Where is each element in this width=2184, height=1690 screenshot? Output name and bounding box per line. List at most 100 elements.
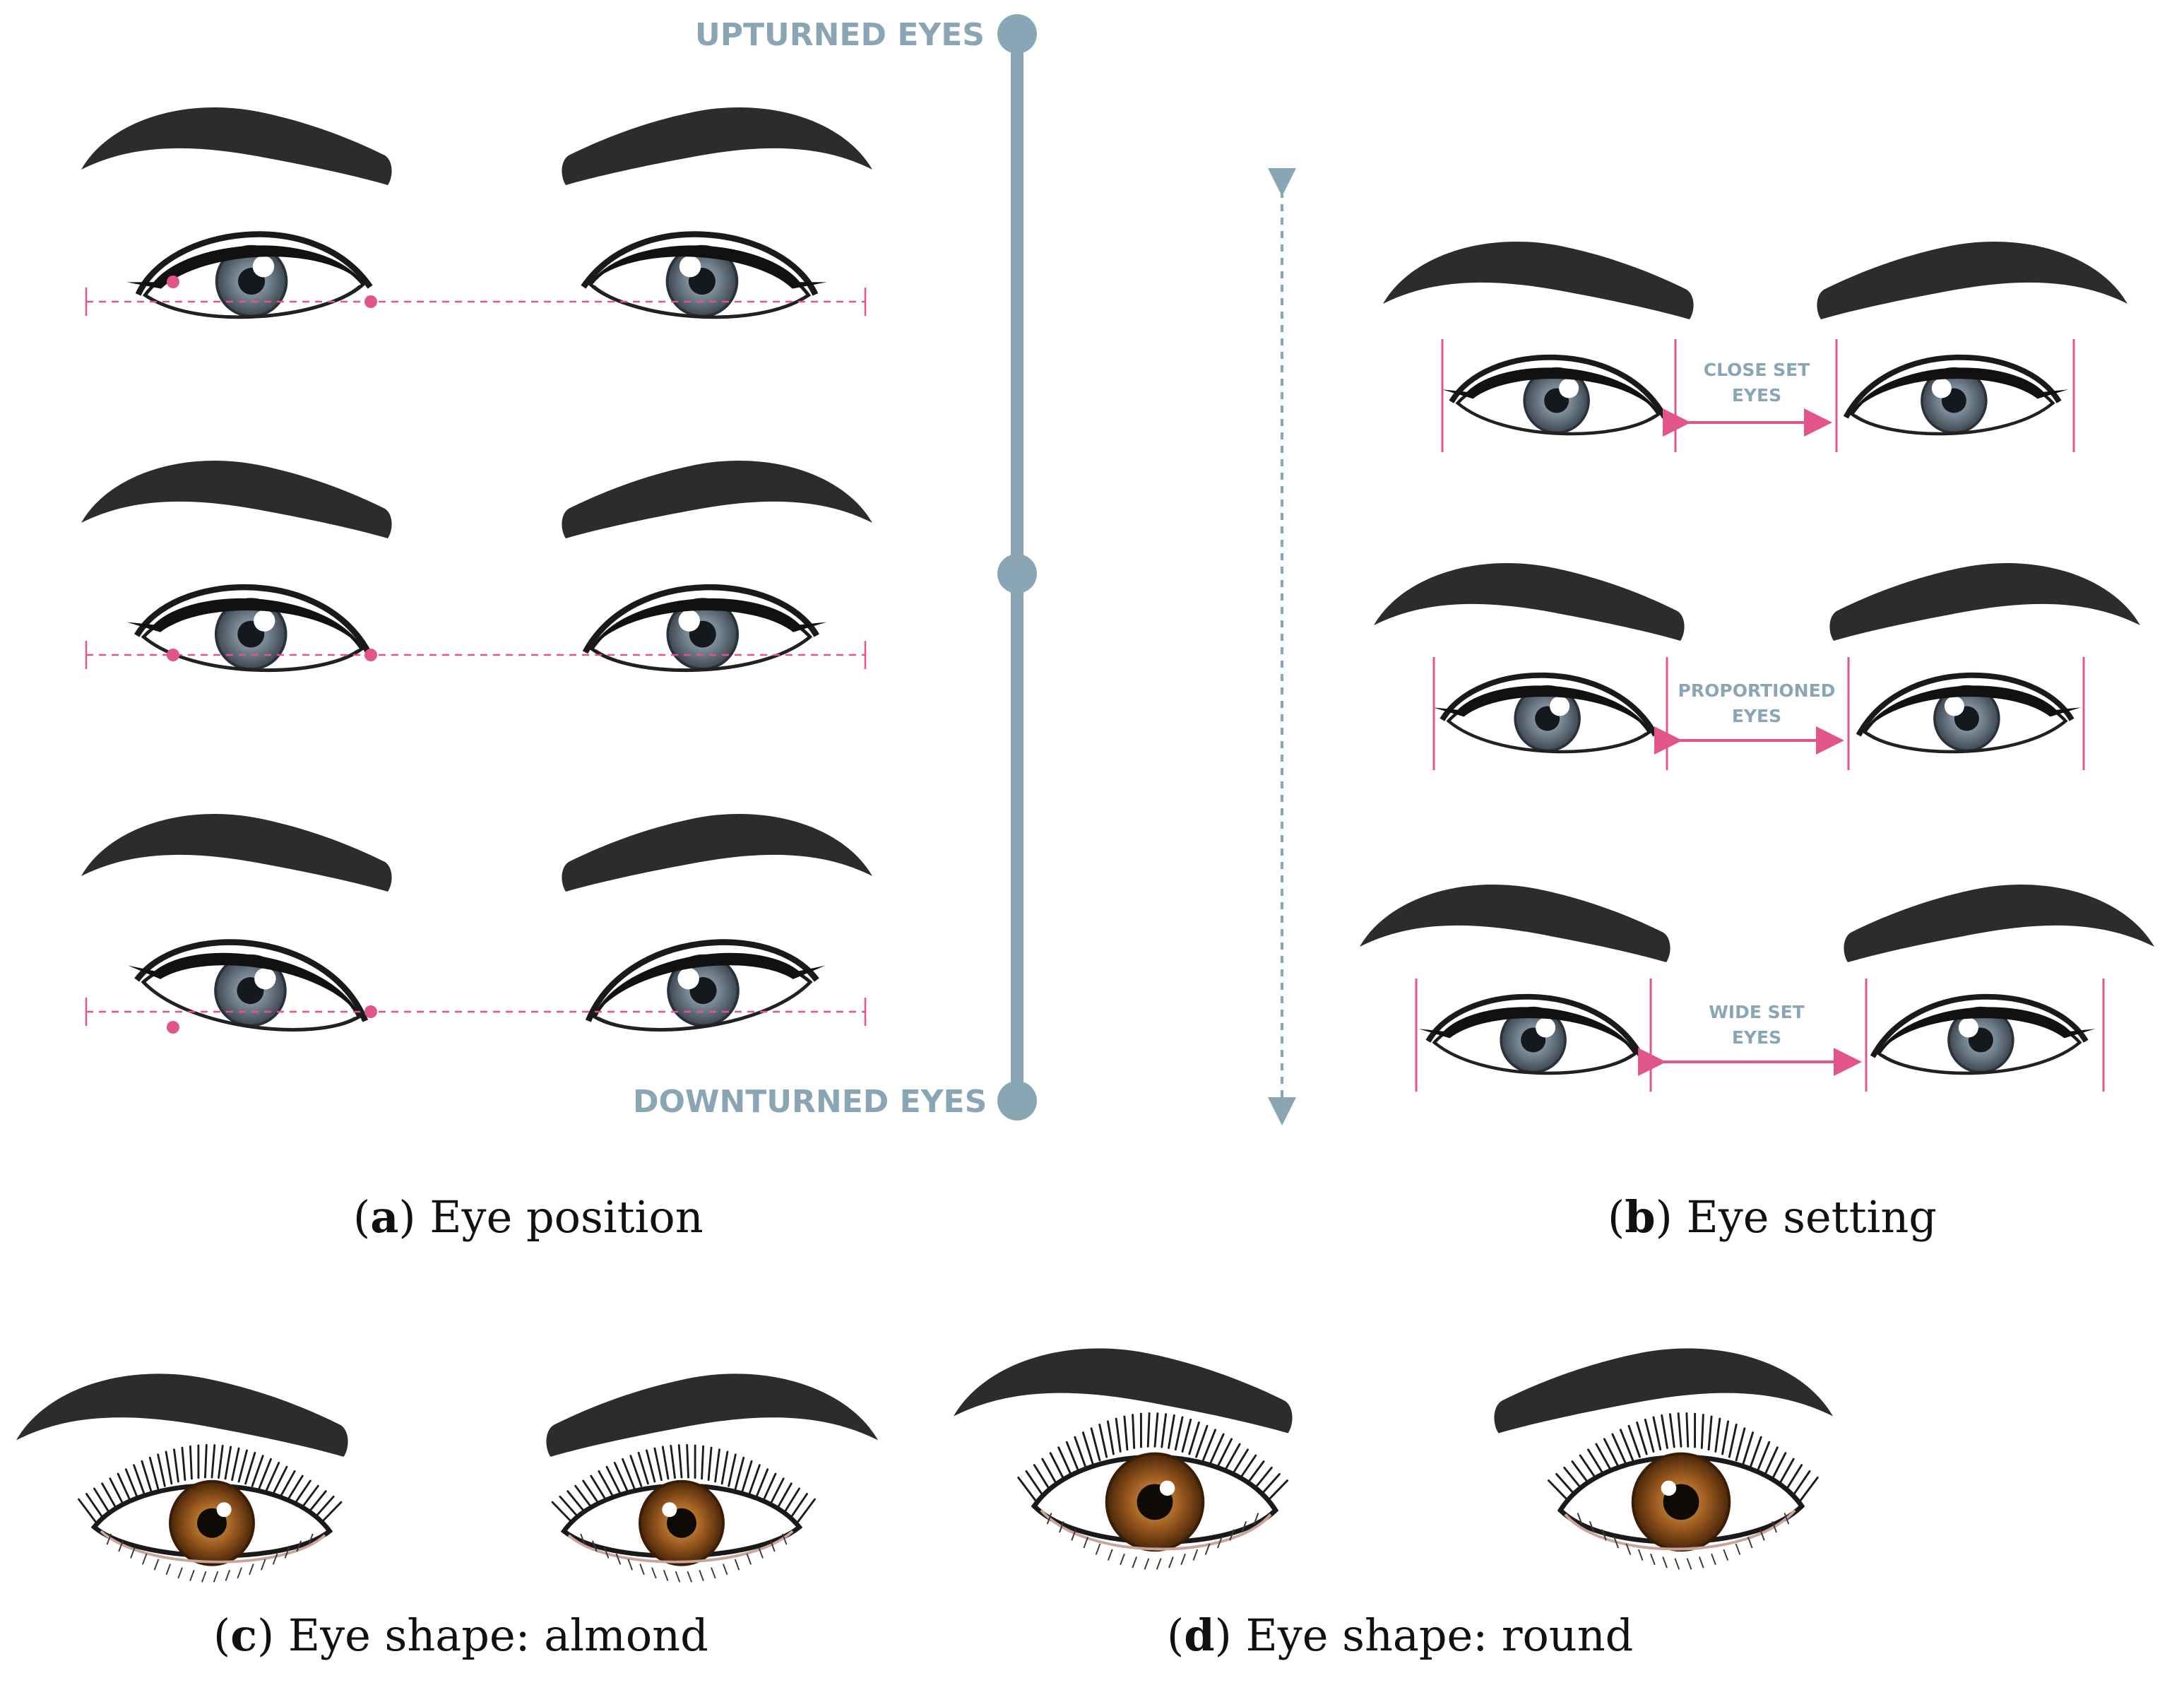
eyebrow-shape bbox=[16, 1373, 348, 1457]
caption-a: (a) Eye position bbox=[353, 1195, 704, 1239]
caption-b: (b) Eye setting bbox=[1608, 1195, 1937, 1239]
panel-a-row3-left-eye-wrap bbox=[123, 931, 372, 1039]
eyebrow-shape bbox=[81, 107, 392, 185]
panel-a-row2-outer-corner-dot bbox=[167, 649, 179, 661]
eyelash bbox=[1075, 1437, 1086, 1468]
eyelash bbox=[232, 1448, 239, 1480]
eyelash bbox=[796, 1499, 815, 1525]
lower-lash bbox=[1687, 1559, 1692, 1570]
eyelash bbox=[158, 1455, 165, 1487]
highlight bbox=[254, 610, 275, 631]
panel-d-right-eye bbox=[1548, 1413, 1817, 1569]
lower-lash bbox=[1723, 1549, 1728, 1561]
wide-set-label-line2: EYES bbox=[1690, 1025, 1824, 1051]
panel-a-row3-left-eyebrow bbox=[81, 814, 392, 892]
highlight bbox=[1959, 1018, 1978, 1038]
panel-a-row1-right-eye-wrap bbox=[581, 223, 830, 331]
lower-lash bbox=[214, 1571, 218, 1582]
panel-b-row3-right-eyebrow bbox=[1844, 885, 2154, 962]
eyebrow-shape bbox=[1360, 885, 1670, 962]
panel-b-row1-left-eyebrow bbox=[1383, 242, 1694, 319]
lower-lash bbox=[1145, 1559, 1149, 1570]
panel-b-row3-right-eye bbox=[1873, 997, 2095, 1073]
panel-a-row1-left-eyebrow bbox=[81, 107, 392, 185]
caption-c-text: Eye shape: almond bbox=[288, 1609, 708, 1661]
lower-lash bbox=[237, 1568, 242, 1578]
caption-b-letter: b bbox=[1625, 1191, 1655, 1243]
eyebrow-shape bbox=[562, 107, 872, 185]
lower-lash bbox=[225, 1570, 230, 1580]
caption-b-text: Eye setting bbox=[1686, 1191, 1936, 1243]
eyelash bbox=[1175, 1417, 1182, 1450]
lower-lash bbox=[735, 1559, 740, 1570]
panel-b-row3-left-eye bbox=[1419, 997, 1642, 1073]
wide-set-label: WIDE SET EYES bbox=[1690, 1000, 1824, 1051]
panel-c-right-eyebrow bbox=[546, 1373, 878, 1457]
highlight bbox=[1160, 1481, 1175, 1496]
proportioned-label-line2: EYES bbox=[1668, 704, 1845, 729]
panel-a-row2-left-eye-wrap bbox=[126, 587, 368, 670]
panel-d-left-eyebrow bbox=[954, 1348, 1293, 1433]
eyebrow-shape bbox=[1383, 242, 1694, 319]
eyelash bbox=[639, 1453, 648, 1483]
eyelash bbox=[722, 1452, 728, 1484]
panel-a-row1-outer-corner-dot bbox=[167, 276, 179, 288]
lower-lash bbox=[1699, 1557, 1704, 1568]
eyelash bbox=[1687, 1413, 1688, 1446]
eyelash bbox=[225, 1447, 231, 1479]
panel-a-row2-right-eyebrow bbox=[562, 461, 872, 538]
eyelash bbox=[1133, 1415, 1134, 1448]
lower-lash bbox=[155, 1559, 159, 1570]
lower-lash bbox=[1736, 1544, 1740, 1555]
panel-a-row3-outer-corner-dot bbox=[167, 1021, 179, 1034]
eyelash bbox=[1743, 1433, 1753, 1464]
eyelash bbox=[1116, 1419, 1120, 1451]
scale-middle-knob bbox=[997, 554, 1037, 593]
close-set-label-line2: EYES bbox=[1690, 383, 1824, 408]
lower-lash bbox=[166, 1564, 170, 1575]
lower-lash bbox=[1169, 1557, 1173, 1568]
eyelash bbox=[1750, 1437, 1762, 1468]
caption-c: (c) Eye shape: almond bbox=[213, 1614, 708, 1658]
lower-lash bbox=[687, 1571, 692, 1582]
eyelash bbox=[174, 1450, 179, 1482]
panel-a-row3-right-eye bbox=[581, 931, 830, 1039]
lower-lash bbox=[1675, 1559, 1679, 1570]
lower-lash bbox=[628, 1559, 632, 1570]
lower-lash bbox=[261, 1559, 266, 1570]
eyelash bbox=[1670, 1414, 1674, 1447]
panel-a-row1-right-eye bbox=[581, 223, 830, 331]
panel-c-right-eye bbox=[552, 1445, 815, 1582]
eyebrow-shape bbox=[1374, 563, 1685, 641]
lower-lash bbox=[676, 1571, 680, 1582]
eyelash bbox=[1736, 1429, 1745, 1460]
lower-lash bbox=[711, 1568, 716, 1578]
scale-top-knob bbox=[997, 14, 1037, 54]
caption-c-letter: c bbox=[230, 1609, 257, 1661]
lower-lash bbox=[143, 1554, 147, 1564]
close-set-label: CLOSE SET EYES bbox=[1690, 358, 1824, 408]
lower-lash bbox=[1639, 1549, 1643, 1561]
eyelash bbox=[1654, 1417, 1661, 1450]
lower-lash bbox=[664, 1570, 668, 1580]
downturned-eyes-label: DOWNTURNED EYES bbox=[633, 1087, 987, 1118]
eyelash bbox=[647, 1450, 655, 1482]
highlight bbox=[1945, 697, 1964, 716]
eyelash bbox=[212, 1445, 215, 1477]
eyelash bbox=[1645, 1419, 1654, 1451]
highlight bbox=[1661, 1481, 1676, 1496]
panel-b-row3-left-eyebrow bbox=[1360, 885, 1670, 962]
panel-b-row1-right-eye bbox=[1846, 358, 2068, 434]
eyelash bbox=[190, 1446, 191, 1479]
eyelash bbox=[671, 1446, 675, 1477]
eyelash bbox=[1709, 1417, 1711, 1450]
eyelash bbox=[1083, 1433, 1093, 1464]
lower-lash bbox=[178, 1568, 182, 1578]
panel-a-row1-left-eye bbox=[123, 223, 372, 331]
panel-d-left-eye bbox=[1019, 1413, 1288, 1569]
eyelash bbox=[1155, 1414, 1158, 1447]
panel-a-row1-left-eye-wrap bbox=[123, 223, 372, 331]
eyelash bbox=[1124, 1417, 1127, 1450]
